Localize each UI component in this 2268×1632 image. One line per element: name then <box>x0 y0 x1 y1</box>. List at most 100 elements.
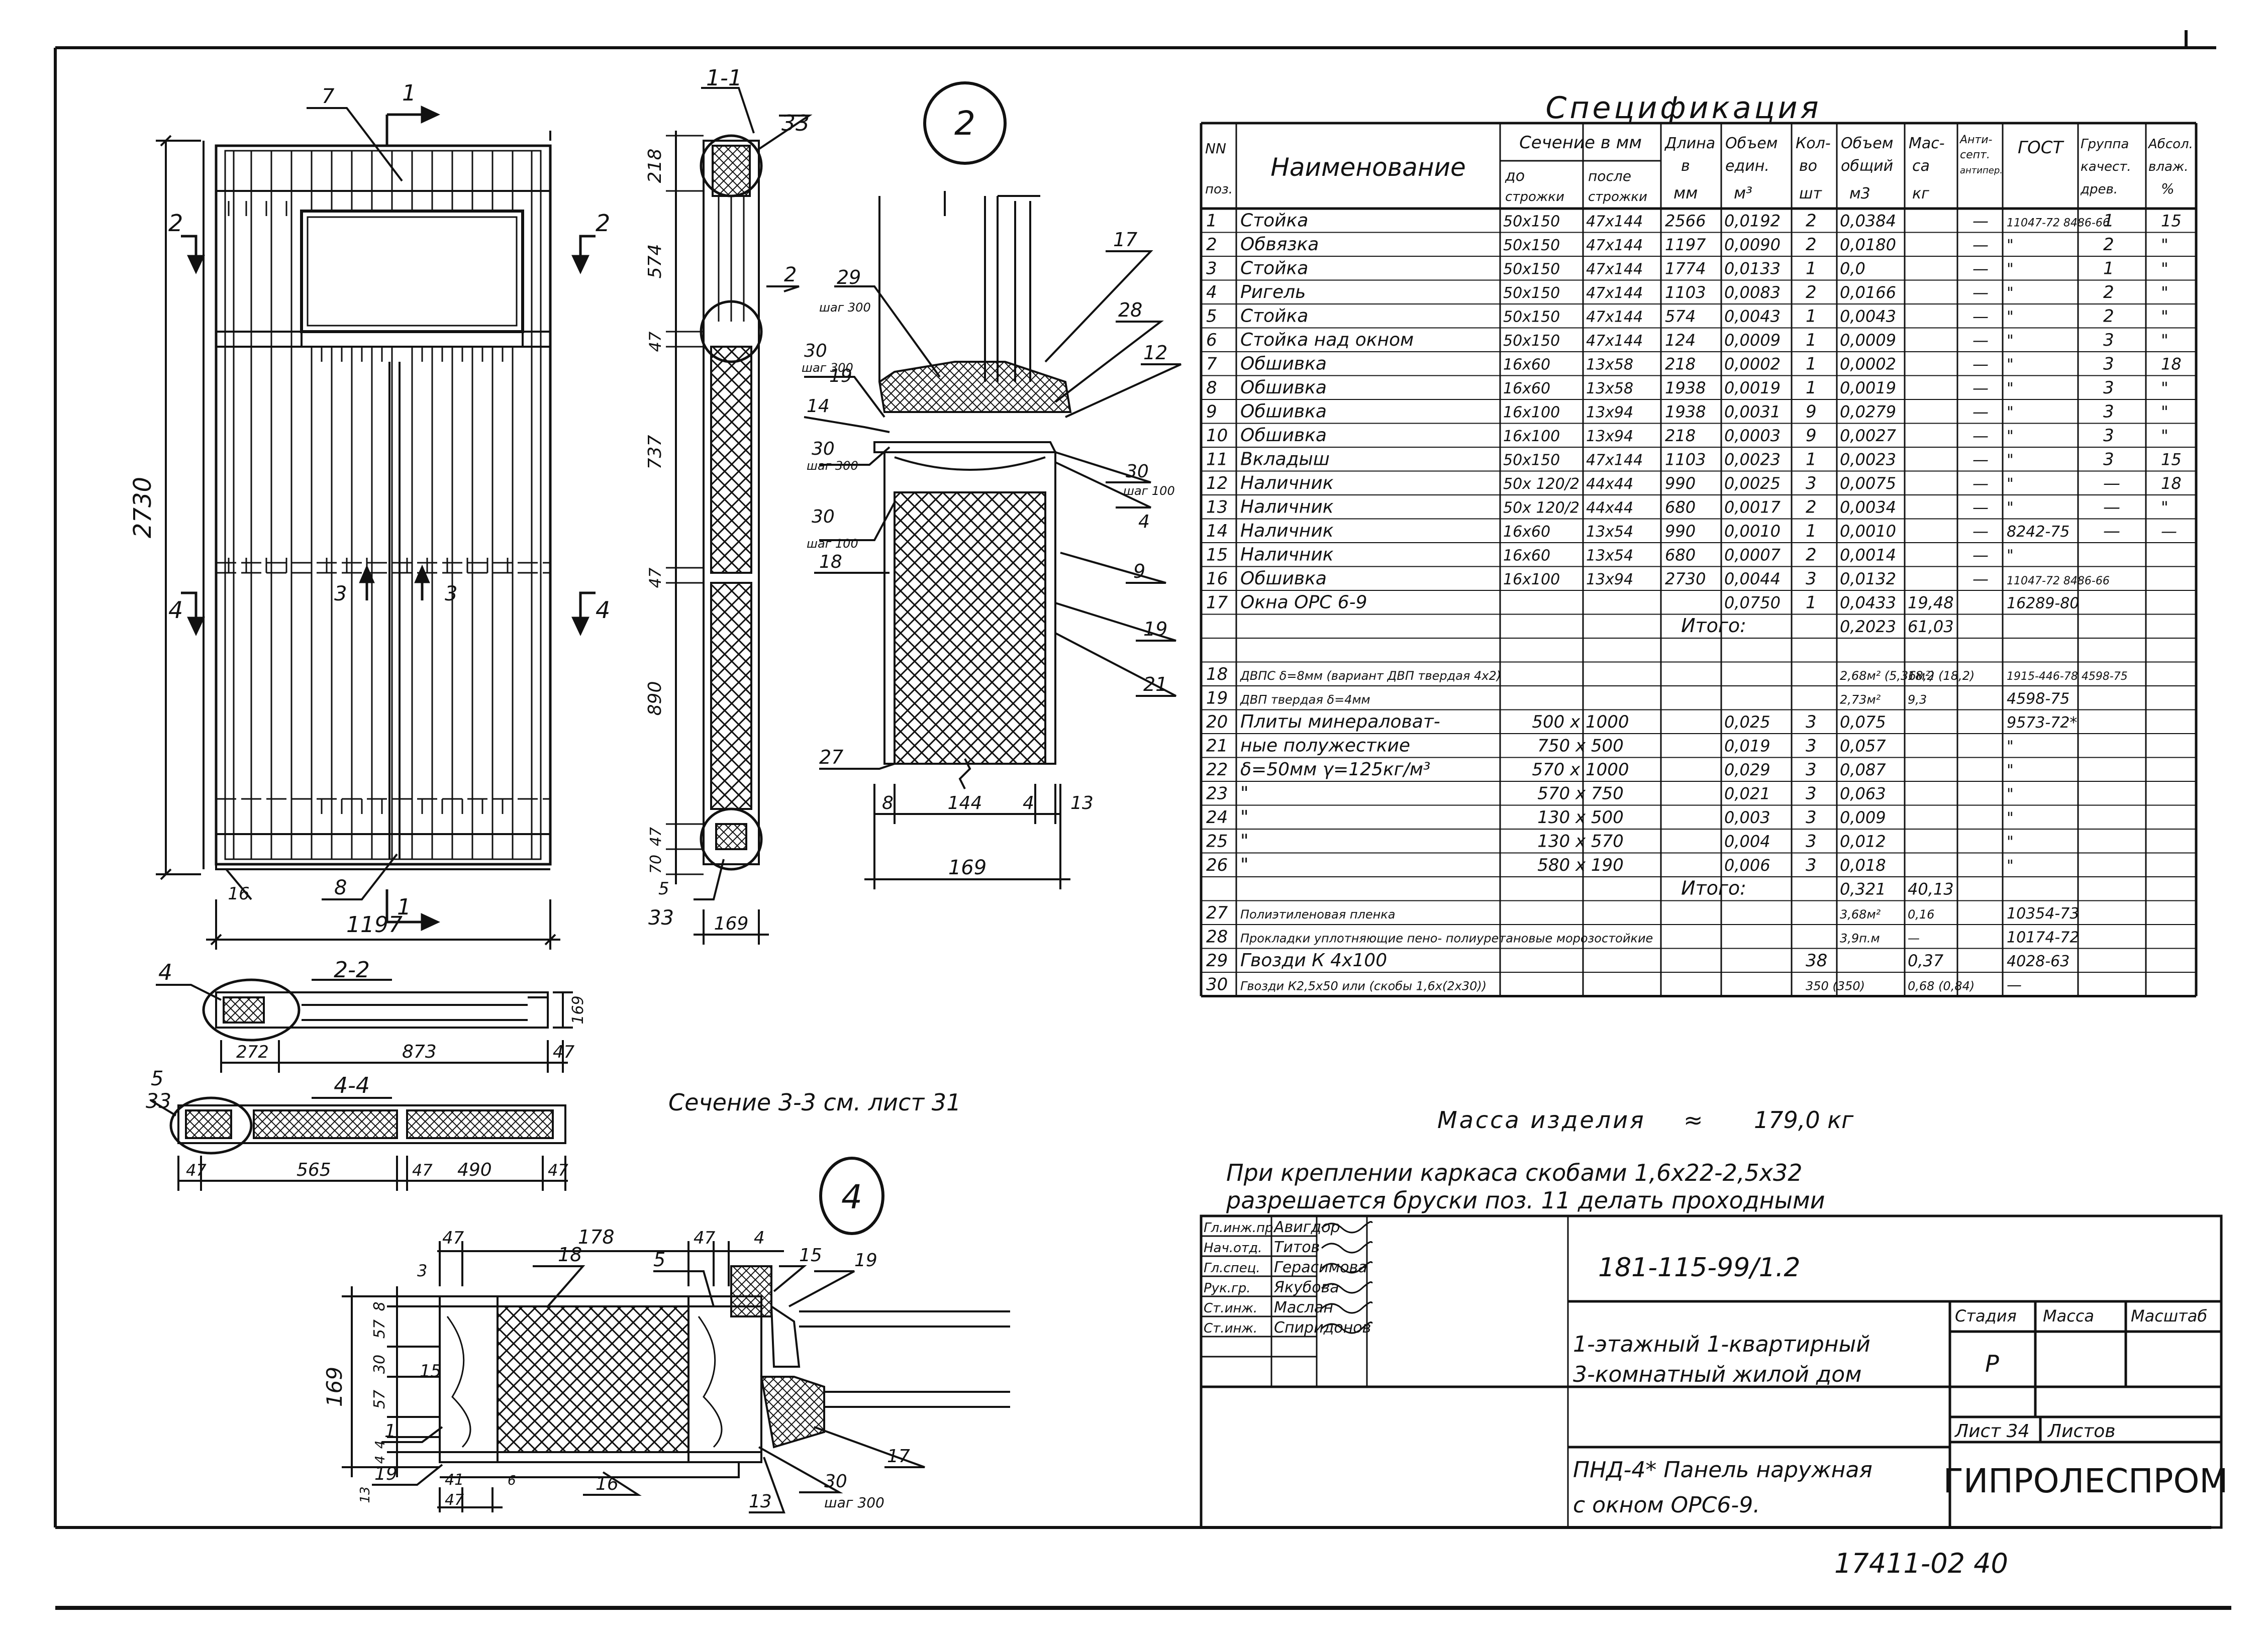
section-1-1-title: 1-1 <box>706 65 742 91</box>
mass-approx: ≈ <box>1684 1106 1703 1134</box>
row-moisture: 18 <box>2161 355 2182 374</box>
row-volume-total: 0,0384 <box>1840 212 1896 231</box>
row-qty: 1 <box>1806 354 1817 374</box>
row-length: 2566 <box>1665 212 1706 231</box>
row-volume-unit: 0,019 <box>1724 737 1770 756</box>
row-length: 1197 <box>1665 235 1706 254</box>
detail-4-top-47b: 47 <box>694 1228 716 1248</box>
row-volume-total: 0,0002 <box>1840 355 1896 374</box>
row-before: 16х60 <box>1503 380 1550 397</box>
row-total-label: Итого: <box>1681 615 1746 637</box>
header-mass-2: са <box>1912 157 1930 175</box>
row-pos: 9 <box>1206 402 1217 422</box>
detail-2-pitch-30c: шаг 100 <box>1123 484 1175 498</box>
row-volume-unit: 0,0083 <box>1724 283 1781 302</box>
detail-4-left-4b: 4 <box>373 1456 388 1464</box>
row-qty: 2 <box>1806 282 1817 302</box>
row-pos: 10 <box>1206 426 1228 446</box>
section-1-1-ref: 33 <box>781 111 810 136</box>
detail-2-pitch-29: шаг 300 <box>819 300 871 315</box>
row-gost: " <box>2007 261 2014 278</box>
header-vu-2: един. <box>1725 157 1769 175</box>
row-qty: 3 <box>1806 760 1817 780</box>
row-length: 990 <box>1665 474 1696 493</box>
header-after-2: строжки <box>1588 189 1647 205</box>
row-qty: 9 <box>1806 402 1817 422</box>
row-qty: 1 <box>1806 330 1817 350</box>
row-after: 44х44 <box>1586 499 1633 517</box>
row-group: 2 <box>2103 282 2114 302</box>
detail-4-left-13: 13 <box>358 1486 373 1503</box>
section-1-1-dim-890: 890 <box>645 681 665 716</box>
note-line-2: разрешается бруски поз. 11 делать проход… <box>1226 1187 1825 1214</box>
row-name: Стойка над окном <box>1240 330 1414 350</box>
row-volume-total: 0,0132 <box>1840 569 1896 588</box>
row-name: Обшивка <box>1240 568 1327 589</box>
row-qty: 2 <box>1806 497 1817 518</box>
row-name: Обшивка <box>1240 354 1327 374</box>
row-length: 574 <box>1665 307 1696 326</box>
detail-4-label-19a: 19 <box>854 1250 877 1271</box>
detail-4-label-17: 17 <box>887 1446 910 1467</box>
detail-2-label-29: 29 <box>837 266 861 288</box>
header-length: Длина <box>1664 135 1715 152</box>
row-group: 2 <box>2103 235 2114 255</box>
row-before: 50х150 <box>1503 284 1560 302</box>
row-moisture: — <box>2161 522 2177 541</box>
row-gost: " <box>2007 404 2014 422</box>
section-2-2-dim-a: 272 <box>236 1042 269 1062</box>
section-1-1-dim-47a: 47 <box>646 331 665 352</box>
person-name: Титов <box>1274 1239 1320 1256</box>
row-volume-unit: 0,0017 <box>1724 498 1781 517</box>
row-name: " <box>1240 831 1249 852</box>
row-mass: 9,3 <box>1908 693 1927 707</box>
row-volume-total: 0,009 <box>1840 808 1886 827</box>
row-name: Наличник <box>1240 521 1334 541</box>
signature <box>1321 1241 1373 1254</box>
row-antiseptic: — <box>1973 378 1989 397</box>
panel-line-2: с окном ОРС6-9. <box>1573 1492 1760 1518</box>
header-before-2: строжки <box>1505 189 1564 205</box>
detail-4-bottom-41: 41 <box>445 1471 464 1489</box>
row-size: 130 х 500 <box>1537 807 1624 828</box>
row-pos: 22 <box>1206 760 1228 780</box>
row-qty: 3 <box>1806 569 1817 589</box>
front-height-dim: 2730 <box>129 477 157 538</box>
row-mass: 18,2 (18,2) <box>1908 669 1975 683</box>
row-antiseptic: — <box>1973 522 1989 541</box>
header-length-2: в <box>1681 157 1690 175</box>
row-gost: " <box>2007 809 2014 827</box>
detail-2-number: 2 <box>954 104 975 143</box>
detail-4-left-30: 30 <box>371 1355 388 1374</box>
row-mass: 0,16 <box>1908 907 1934 922</box>
row-after: 13х94 <box>1586 571 1633 588</box>
row-volume-unit: 0,004 <box>1724 832 1770 851</box>
detail-4-label-19b: 19 <box>374 1464 398 1484</box>
row-before: 16х60 <box>1503 523 1550 541</box>
header-vt: Объем <box>1841 135 1893 152</box>
row-pos: 13 <box>1206 497 1228 518</box>
row-qty: 3 <box>1806 736 1817 756</box>
cut-2-left-label: 2 <box>168 210 183 237</box>
row-antiseptic: — <box>1973 212 1989 231</box>
row-volume-total: 3,9п.м <box>1840 932 1880 946</box>
row-antiseptic: — <box>1973 355 1989 374</box>
row-length: 1103 <box>1665 450 1706 469</box>
row-volume-total: 0,0027 <box>1840 426 1897 445</box>
section-4-4-title: 4-4 <box>334 1073 370 1098</box>
row-group: — <box>2103 497 2120 518</box>
person-role: Гл.спец. <box>1204 1261 1260 1276</box>
row-qty: 3 <box>1806 712 1817 732</box>
row-group: — <box>2103 521 2120 541</box>
pos-8-label: 8 <box>334 876 347 899</box>
row-name: Плиты минераловат- <box>1240 711 1440 732</box>
title-block <box>1200 1214 2223 1529</box>
row-qty: 2 <box>1806 235 1817 255</box>
row-pos: 15 <box>1206 545 1228 565</box>
cut-3-left-label: 3 <box>334 582 347 605</box>
detail-2-dim-8: 8 <box>882 793 894 813</box>
row-qty: 1 <box>1806 259 1817 279</box>
detail-4-left-57b: 57 <box>371 1390 388 1409</box>
detail-4-bottom-47: 47 <box>445 1491 464 1509</box>
row-pos: 11 <box>1206 450 1228 470</box>
